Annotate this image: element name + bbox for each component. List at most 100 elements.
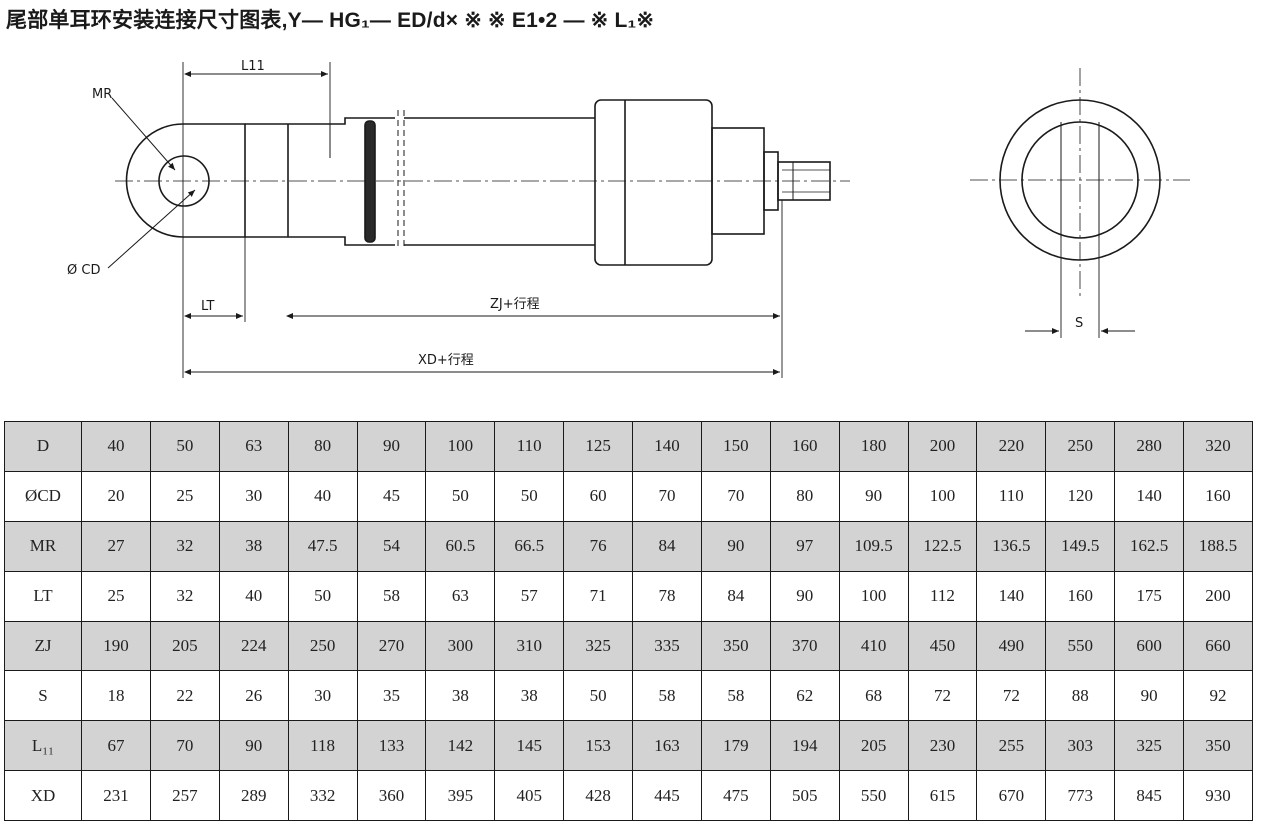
table-cell: 38 [218,520,289,572]
table-cell: 27 [81,520,151,572]
table-cell: 68 [838,670,909,722]
table-cell: 490 [976,620,1047,672]
table-cell: 50 [494,470,565,522]
table-cell: 257 [149,770,220,821]
table-cell: 90 [1114,670,1184,722]
table-cell: 30 [287,670,358,722]
table-cell: 100 [425,421,496,472]
table-cell: 310 [494,620,565,672]
table-cell: 230 [907,720,978,772]
table-cell: 149.5 [1045,520,1116,572]
table-cell: 50 [287,570,358,622]
table-cell: 450 [907,620,978,672]
table-cell: 62 [769,670,840,722]
table-cell: 350 [700,620,771,672]
table-cell: 220 [976,421,1047,472]
table-cell: 67 [81,720,151,772]
table-cell: 505 [769,770,840,821]
cylinder-drawing: L11 MR Ø CD LT ZJ+行程 XD+行程 S [67,59,1190,378]
l11-label: L11 [241,59,265,74]
table-cell: 92 [1183,670,1253,722]
table-cell: 90 [769,570,840,622]
table-cell: 231 [81,770,151,821]
table-cell: 125 [563,421,633,472]
table-cell: 300 [425,620,496,672]
mr-label: MR [92,87,112,102]
row-header: L₁₁ [4,720,82,772]
table-cell: 50 [425,470,496,522]
table-cell: 325 [563,620,633,672]
table-cell: 47.5 [287,520,358,572]
table-cell: 80 [287,421,358,472]
table-cell: 250 [1045,421,1116,472]
table-cell: 320 [1183,421,1253,472]
table-cell: 100 [838,570,909,622]
table-cell: 153 [563,720,633,772]
table-cell: 350 [1183,720,1253,772]
table-cell: 40 [218,570,289,622]
table-cell: 35 [356,670,427,722]
table-cell: 205 [838,720,909,772]
cd-label: Ø CD [67,263,100,278]
table-cell: 58 [632,670,702,722]
table-cell: 395 [425,770,496,821]
row-header: XD [4,770,82,821]
table-cell: 175 [1114,570,1184,622]
table-cell: 58 [700,670,771,722]
lt-label: LT [201,299,214,314]
table-cell: 30 [218,470,289,522]
table-cell: 475 [700,770,771,821]
table-cell: 110 [976,470,1047,522]
table-cell: 200 [1183,570,1253,622]
table-cell: 550 [1045,620,1116,672]
table-cell: 58 [356,570,427,622]
table-cell: 270 [356,620,427,672]
table-cell: 90 [838,470,909,522]
table-cell: 32 [149,570,220,622]
table-cell: 90 [356,421,427,472]
row-header: MR [4,520,82,572]
table-cell: 50 [149,421,220,472]
table-cell: 57 [494,570,565,622]
table-cell: 88 [1045,670,1116,722]
table-cell: 71 [563,570,633,622]
table-cell: 60 [563,470,633,522]
table-cell: 930 [1183,770,1253,821]
table-cell: 150 [700,421,771,472]
row-header: D [4,421,82,472]
table-cell: 60.5 [425,520,496,572]
table-cell: 332 [287,770,358,821]
table-cell: 109.5 [838,520,909,572]
table-cell: 179 [700,720,771,772]
table-cell: 38 [425,670,496,722]
table-cell: 335 [632,620,702,672]
table-cell: 100 [907,470,978,522]
table-cell: 160 [1045,570,1116,622]
table-cell: 615 [907,770,978,821]
table-cell: 84 [632,520,702,572]
table-cell: 70 [700,470,771,522]
table-cell: 112 [907,570,978,622]
row-header: LT [4,570,82,622]
table-cell: 72 [907,670,978,722]
table-cell: 25 [149,470,220,522]
table-cell: 120 [1045,470,1116,522]
table-cell: 600 [1114,620,1184,672]
table-cell: 18 [81,670,151,722]
table-cell: 142 [425,720,496,772]
table-cell: 360 [356,770,427,821]
table-cell: 84 [700,570,771,622]
table-cell: 445 [632,770,702,821]
table-cell: 78 [632,570,702,622]
table-cell: 773 [1045,770,1116,821]
table-cell: 40 [81,421,151,472]
table-cell: 280 [1114,421,1184,472]
table-cell: 40 [287,470,358,522]
table-cell: 26 [218,670,289,722]
table-cell: 122.5 [907,520,978,572]
table-cell: 63 [218,421,289,472]
